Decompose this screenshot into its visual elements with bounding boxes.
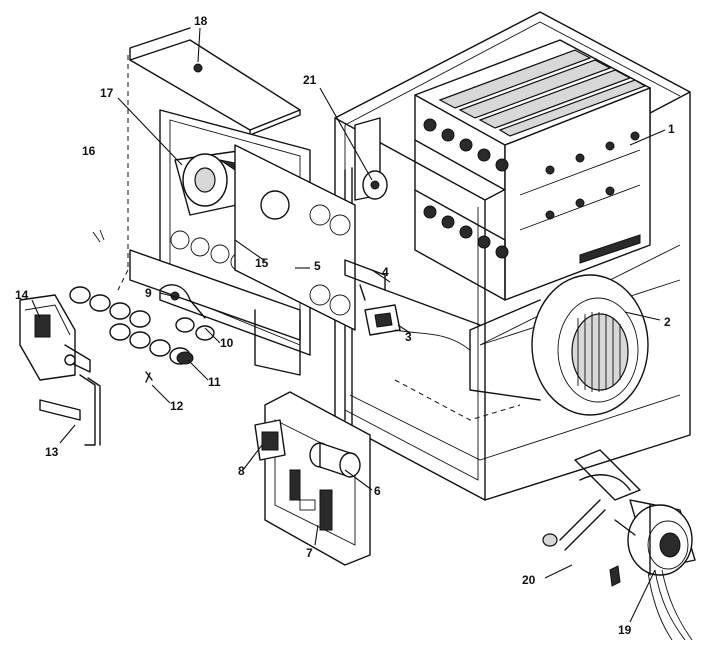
callout-12: 12 bbox=[170, 399, 184, 413]
callout-20: 20 bbox=[522, 573, 536, 587]
callout-17: 17 bbox=[100, 86, 114, 100]
callout-1: 1 bbox=[668, 122, 675, 136]
callout-9: 9 bbox=[145, 286, 152, 300]
blower-wheel bbox=[469, 274, 649, 416]
callout-18: 18 bbox=[194, 14, 208, 28]
leader-lines bbox=[31, 27, 666, 623]
callout-6: 6 bbox=[374, 484, 381, 498]
callout-4: 4 bbox=[382, 265, 389, 279]
callout-10: 10 bbox=[220, 336, 234, 350]
callout-labels: 18 17 16 21 1 2 4 3 5 15 9 10 11 12 14 1… bbox=[15, 14, 675, 637]
screws-16 bbox=[92, 229, 105, 243]
panel-outline-dashed bbox=[117, 55, 129, 291]
callout-21: 21 bbox=[303, 73, 317, 87]
limit-switch-21 bbox=[354, 117, 388, 201]
wire-harness bbox=[394, 329, 471, 351]
collector-plate bbox=[234, 144, 356, 331]
burner-manifold bbox=[69, 249, 301, 376]
gas-valve bbox=[19, 294, 91, 381]
callout-7: 7 bbox=[306, 546, 313, 560]
callout-11: 11 bbox=[208, 375, 221, 389]
callout-14: 14 bbox=[15, 288, 29, 302]
gas-pipe bbox=[39, 374, 101, 446]
control-board bbox=[254, 391, 371, 566]
bracket-4 bbox=[344, 259, 481, 326]
callout-13: 13 bbox=[45, 445, 59, 459]
callout-5: 5 bbox=[314, 259, 321, 273]
heat-exchanger bbox=[414, 39, 651, 301]
switch-3 bbox=[364, 304, 401, 336]
callout-2: 2 bbox=[664, 315, 671, 329]
callout-3: 3 bbox=[405, 330, 412, 344]
callout-19: 19 bbox=[618, 623, 632, 637]
top-panel bbox=[129, 27, 301, 136]
blower-motor bbox=[542, 449, 696, 641]
callout-16: 16 bbox=[82, 144, 96, 158]
fasteners-12 bbox=[145, 371, 153, 383]
callout-15: 15 bbox=[255, 256, 269, 270]
callout-8: 8 bbox=[238, 464, 245, 478]
